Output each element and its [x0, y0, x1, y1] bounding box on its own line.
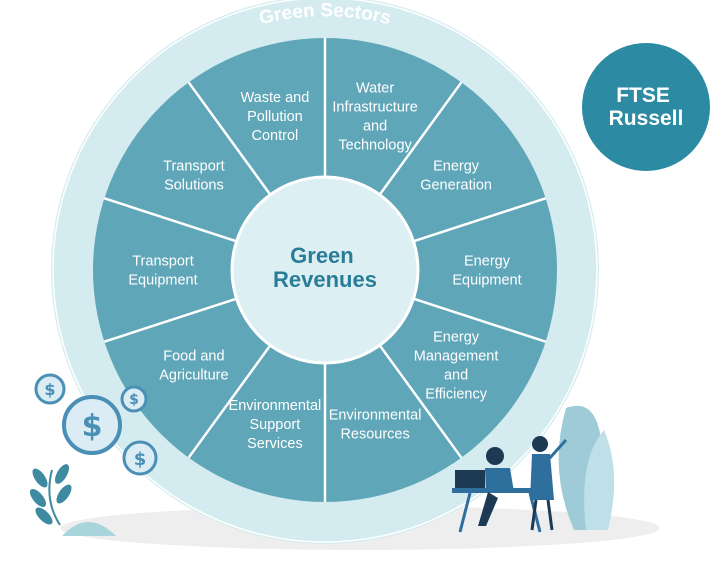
svg-text:$: $ — [129, 392, 139, 408]
sector-label-line: Resources — [340, 427, 409, 443]
sector-divider — [187, 81, 272, 196]
sector-label-line: Equipment — [128, 273, 197, 289]
sector-label-line: Infrastructure — [332, 99, 417, 115]
brand-logo: FTSE Russell — [609, 84, 684, 130]
sector-label-line: Energy — [433, 158, 480, 174]
dollar-coin-icon: $ — [120, 385, 148, 413]
sector-label-line: Support — [250, 417, 301, 433]
sector-dividers — [103, 38, 547, 502]
center-line-1: Green — [290, 243, 354, 268]
sector-label-line: Waste and — [241, 90, 310, 106]
sector-divider — [378, 344, 463, 459]
sector-label-line: Solutions — [164, 177, 224, 193]
outer-ring-edge — [52, 0, 598, 543]
center-circle — [230, 175, 420, 365]
sector-label-line: Energy — [433, 330, 480, 346]
leaf-plant-icon — [29, 464, 72, 526]
dollar-coin-icon: $ — [62, 395, 122, 455]
sector-label-line: Environmental — [229, 398, 322, 414]
sector-label-line: Control — [252, 128, 299, 144]
sector-label-line: Equipment — [452, 273, 521, 289]
sector-divider — [413, 197, 547, 243]
sector-label-line: Management — [414, 349, 499, 365]
brand-circle — [582, 43, 710, 171]
sector-label-line: Agriculture — [159, 368, 228, 384]
sector-label-line: Environmental — [329, 408, 422, 424]
svg-text:$: $ — [44, 380, 55, 399]
brand-line-2: Russell — [609, 107, 684, 130]
center-line-2: Revenues — [273, 267, 377, 292]
sector-divider — [103, 297, 237, 343]
sector-label-line: Water — [356, 80, 394, 96]
sector-label-line: and — [363, 118, 387, 134]
sector-divider — [413, 297, 547, 343]
people-at-laptop-icon — [452, 436, 568, 533]
bush-icon — [558, 405, 615, 530]
sector-divider — [187, 344, 272, 459]
sector-divider — [378, 81, 463, 196]
mound-shape — [62, 522, 116, 536]
sector-label-line: and — [444, 368, 468, 384]
sector-label-line: Technology — [338, 137, 412, 153]
sector-label-line: Transport — [132, 254, 194, 270]
sector-label-line: Generation — [420, 177, 492, 193]
dollar-coin-icon: $ — [122, 440, 158, 476]
sector-label-line: Energy — [464, 254, 511, 270]
sector-label-line: Pollution — [247, 109, 303, 125]
center-title: Green Revenues — [273, 243, 377, 292]
dollar-coin-icon: $ — [34, 373, 66, 405]
sector-label-line: Transport — [163, 158, 225, 174]
svg-text:$: $ — [134, 449, 147, 470]
sector-label-line: Food and — [163, 349, 224, 365]
sector-label-line: Services — [247, 436, 303, 452]
sector-label-line: Efficiency — [425, 387, 488, 403]
svg-text:$: $ — [82, 409, 103, 444]
sector-divider — [103, 197, 237, 243]
brand-line-1: FTSE — [616, 84, 670, 107]
